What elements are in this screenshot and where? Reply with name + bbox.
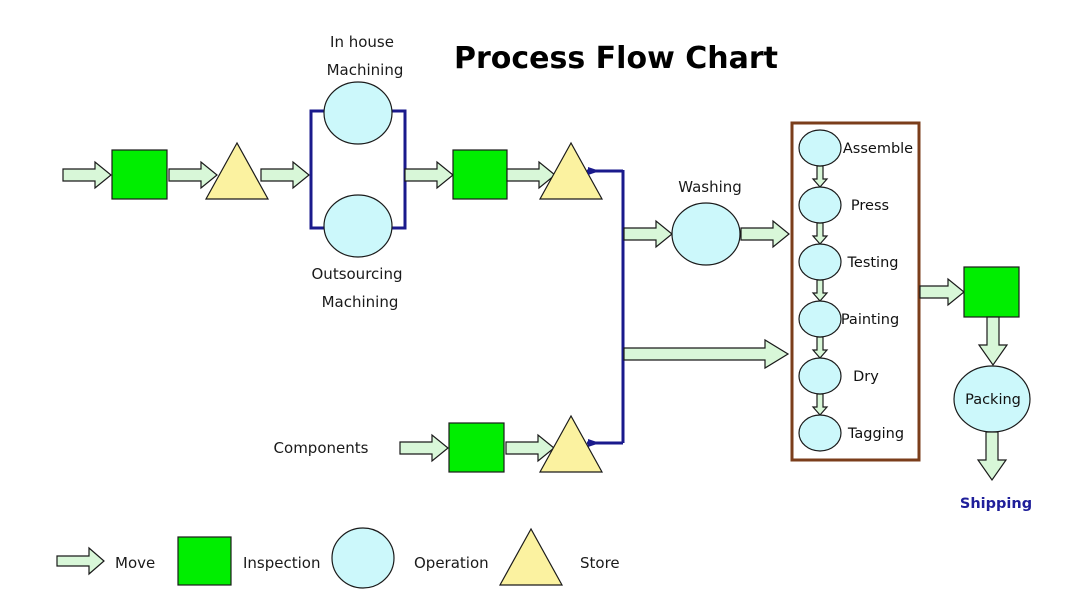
move-arrow-to-washing (623, 219, 673, 249)
move-arrow-to-final-inspection (919, 277, 965, 307)
legend-inspection-label: Inspection (243, 554, 320, 572)
move-arrow-washing-to-assembly (740, 219, 790, 249)
assembly-step-label: Painting (841, 312, 899, 328)
assembly-step-label: Tagging (847, 426, 904, 442)
assembly-step-label: Testing (847, 255, 899, 271)
legend-operation-symbol (331, 527, 395, 589)
legend-move-label: Move (115, 554, 155, 572)
move-arrow-start (62, 160, 112, 190)
move-arrow-to-store (168, 160, 218, 190)
inspection-box-final (963, 266, 1020, 318)
operation-in-house-machining (323, 81, 393, 145)
assembly-step-operation (798, 414, 842, 452)
in-house-label-1: In house (330, 33, 394, 51)
inspection-box-raw (111, 149, 168, 200)
washing-label: Washing (678, 178, 742, 196)
machining-bracket-left (309, 109, 324, 230)
operation-washing (671, 202, 741, 266)
inspection-box-components (448, 422, 505, 473)
legend: Move Inspection Operation Store (56, 527, 620, 589)
shipping-label: Shipping (960, 496, 1032, 512)
move-arrow-to-inspection (404, 160, 454, 190)
legend-store-label: Store (580, 554, 620, 572)
outsourcing-label-1: Outsourcing (312, 265, 403, 283)
assembly-line-box (790, 121, 921, 462)
store-triangle-raw (204, 141, 270, 200)
move-arrow-components (399, 433, 449, 463)
components-label: Components (274, 439, 369, 457)
assembly-step-arrow (811, 165, 829, 188)
connector-bottom-arrowhead (588, 439, 600, 447)
move-arrow-to-machining (260, 160, 310, 190)
legend-operation-label: Operation (414, 554, 489, 572)
move-arrow-components-to-store (505, 433, 555, 463)
inspection-box-machined (452, 149, 508, 200)
move-arrow-to-shipping (976, 431, 1008, 482)
store-triangle-components (538, 414, 604, 473)
machining-bracket-right (392, 109, 407, 230)
assembly-step-label: Assemble (843, 141, 913, 157)
assembly-step-arrow (811, 393, 829, 416)
store-triangle-machined (538, 141, 604, 200)
assembly-step-arrow (811, 222, 829, 245)
packing-label: Packing (965, 392, 1021, 408)
diagram-title: Process Flow Chart (454, 41, 778, 76)
operation-outsourcing-machining (323, 194, 393, 258)
move-arrow-to-store-2 (506, 160, 556, 190)
outsourcing-label-2: Machining (322, 293, 399, 311)
assembly-step-operation (798, 357, 842, 395)
legend-store-symbol (498, 527, 564, 586)
move-arrow-to-packing (977, 316, 1009, 367)
assembly-step-label: Press (851, 198, 889, 214)
assembly-step-arrow (811, 336, 829, 359)
assembly-step-operation (798, 243, 842, 281)
assembly-step-operation (798, 300, 842, 338)
assembly-step-label: Dry (853, 369, 879, 385)
assembly-step-operation (798, 186, 842, 224)
connector-top-arrowhead (588, 167, 600, 175)
assembly-step-arrow (811, 279, 829, 302)
legend-inspection-symbol (177, 536, 232, 586)
legend-move-symbol (56, 546, 105, 576)
in-house-label-2: Machining (327, 61, 404, 79)
assembly-step-operation (798, 129, 842, 167)
move-arrow-bypass-to-assembly (623, 338, 790, 370)
